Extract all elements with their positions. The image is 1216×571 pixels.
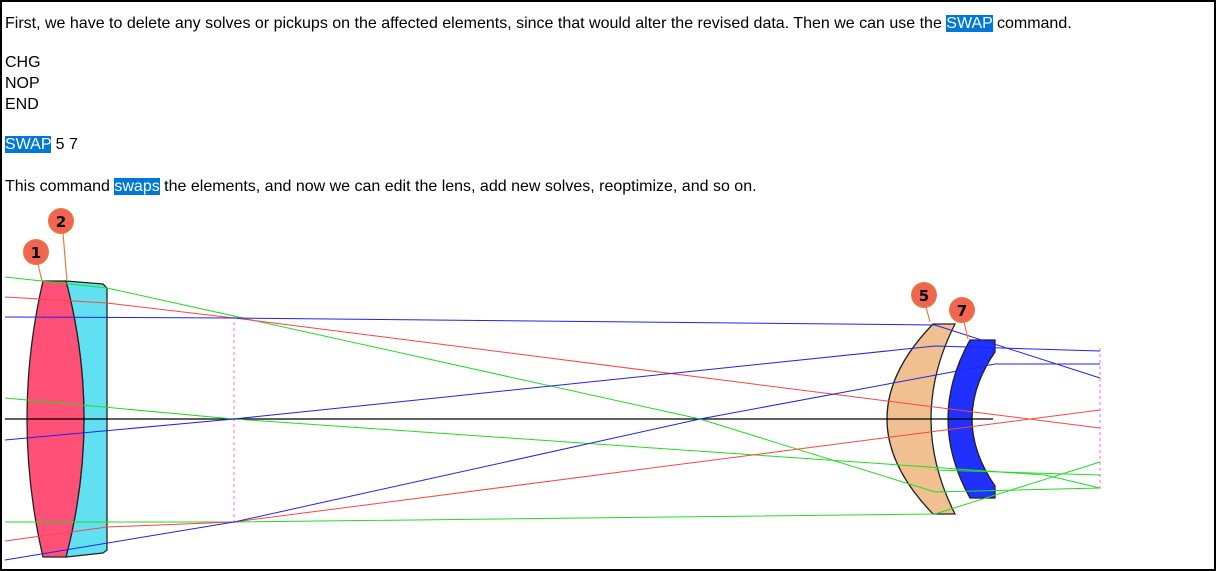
svg-text:2: 2 bbox=[56, 213, 66, 231]
svg-text:5: 5 bbox=[919, 287, 929, 305]
swap-command: SWAP 5 7 bbox=[5, 135, 78, 155]
outro-paragraph: This command swaps the elements, and now… bbox=[5, 177, 757, 197]
ray-green bbox=[5, 461, 1101, 523]
svg-text:1: 1 bbox=[31, 244, 41, 262]
search-highlight: SWAP bbox=[5, 136, 52, 153]
outro-text-end: the elements, and now we can edit the le… bbox=[159, 178, 757, 195]
search-highlight: swaps bbox=[114, 178, 160, 195]
element-label-5: 5 bbox=[911, 282, 937, 308]
search-highlight: SWAP bbox=[946, 15, 993, 32]
intro-text: First, we have to delete any solves or p… bbox=[5, 15, 947, 32]
svg-text:7: 7 bbox=[957, 302, 967, 320]
intro-text-end: command. bbox=[992, 15, 1072, 32]
outro-text: This command bbox=[5, 178, 115, 195]
ray-red bbox=[4, 409, 1101, 542]
ray-red bbox=[4, 296, 1101, 429]
swap-args: 5 7 bbox=[51, 136, 78, 153]
command-nop: NOP bbox=[5, 75, 40, 92]
ray-blue bbox=[4, 316, 1101, 379]
command-end: END bbox=[5, 96, 39, 113]
element-label-7: 7 bbox=[949, 297, 975, 323]
element-label-1: 1 bbox=[23, 239, 49, 265]
ray-green bbox=[4, 397, 1101, 489]
ray-green bbox=[934, 469, 1101, 476]
ray-blue bbox=[4, 363, 1100, 561]
intro-paragraph: First, we have to delete any solves or p… bbox=[5, 14, 1072, 34]
command-chg: CHG bbox=[5, 54, 41, 71]
ray-blue bbox=[4, 345, 1101, 441]
element-label-2: 2 bbox=[48, 208, 74, 234]
